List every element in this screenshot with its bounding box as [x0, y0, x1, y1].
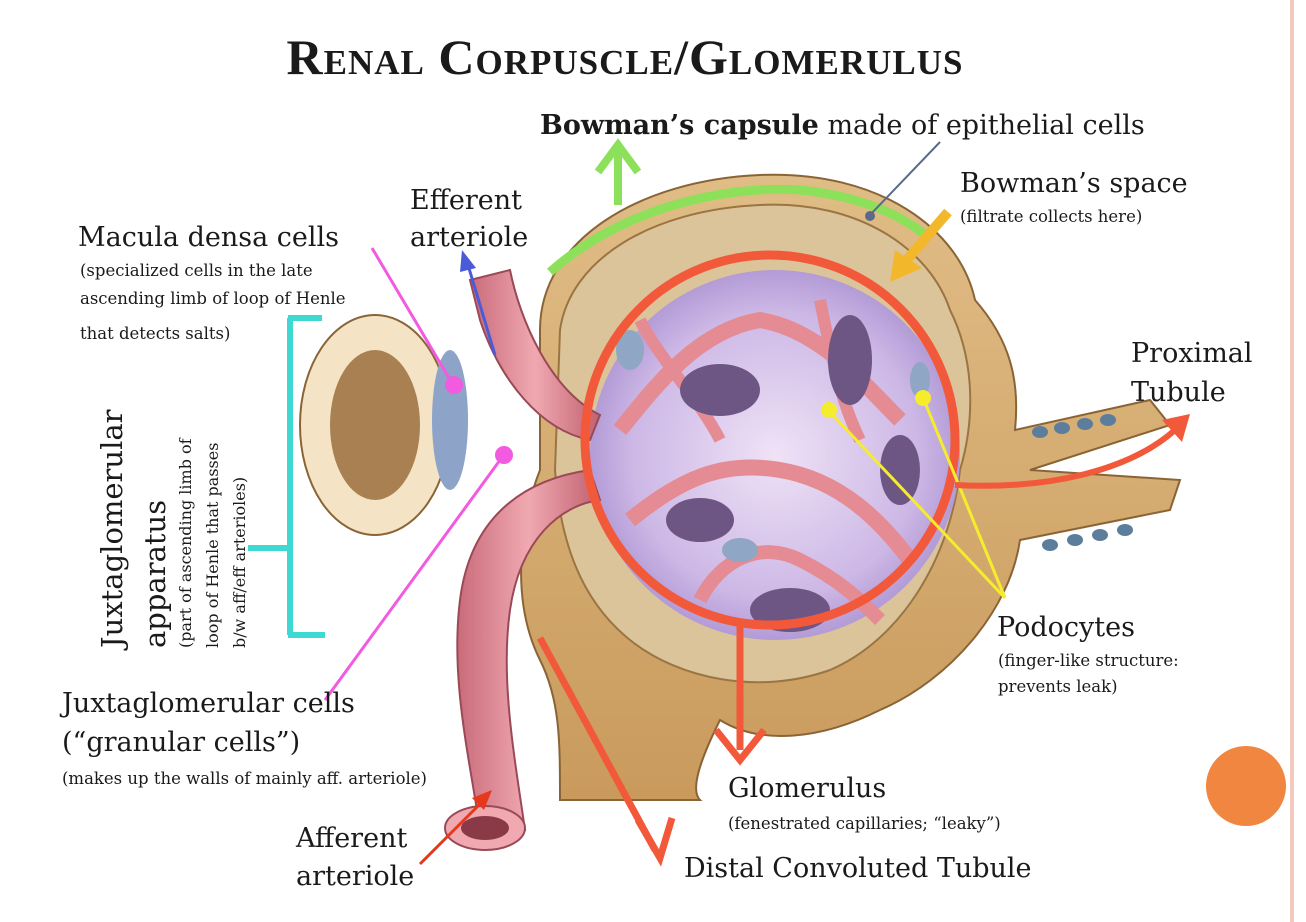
- bowmans-space-label: Bowman’s space: [960, 168, 1188, 199]
- podocytes-label: Podocytes: [997, 612, 1135, 643]
- epithelial-leader-line: [869, 141, 941, 216]
- efferent-arteriole-shape: [468, 268, 602, 442]
- glomerulus-label: Glomerulus: [728, 773, 887, 804]
- afferent-label-line2: arteriole: [296, 861, 415, 892]
- jg-cells-label-line2: (“granular cells”): [62, 727, 301, 758]
- podocyte-pointers: [821, 390, 1007, 600]
- proximal-label-line2: Tubule: [1131, 377, 1226, 408]
- jga-label-line1: Juxtaglomerular: [95, 409, 129, 648]
- ascending-limb-tubule: [299, 314, 468, 536]
- efferent-label-line2: arteriole: [410, 222, 529, 253]
- slide-edge-bar: [1290, 0, 1294, 922]
- juxtaglomerular-bracket: [248, 315, 325, 638]
- afferent-label-line1: Afferent: [296, 823, 408, 854]
- glomerulus-note: (fenestrated capillaries; “leaky”): [728, 814, 1001, 833]
- jga-note-2: loop of Henle that passes: [203, 442, 222, 648]
- proximal-tubule-cells: [1032, 414, 1133, 551]
- bowmans-capsule-label: Bowman’s capsule made of epithelial cell…: [540, 110, 1145, 141]
- podocytes-note-2: prevents leak): [998, 677, 1118, 696]
- glomerulus-highlight-circle: [580, 250, 960, 630]
- macula-densa-note-3: that detects salts): [80, 324, 231, 343]
- glomerulus-tuft: [590, 270, 960, 640]
- distal-tubule-label: Distal Convoluted Tubule: [684, 853, 1032, 884]
- podocytes-note-1: (finger-like structure:: [998, 651, 1179, 670]
- proximal-label-line1: Proximal: [1131, 338, 1253, 369]
- macula-densa-label: Macula densa cells: [78, 222, 339, 253]
- macula-densa-pointer: [370, 247, 463, 394]
- bowmans-capsule-bold: Bowman’s capsule: [540, 110, 819, 141]
- efferent-arrow: [460, 250, 497, 356]
- jga-label-line2: apparatus: [138, 499, 172, 648]
- jga-note-3: b/w aff/eff arterioles): [230, 476, 249, 648]
- slide-accent-dot: [1206, 746, 1286, 826]
- page-title: Renal Corpuscle/Glomerulus: [286, 29, 964, 85]
- jg-cells-pointer: [323, 446, 513, 701]
- distal-tubule-arrow: [536, 636, 676, 867]
- jga-note-1: (part of ascending limb of: [176, 438, 195, 648]
- glomerulus-arrow: [713, 625, 767, 766]
- proximal-tubule-arrow: [954, 414, 1190, 489]
- jg-cells-label-line1: Juxtaglomerular cells: [62, 688, 355, 719]
- capsule-arrow: [594, 138, 642, 205]
- bowmans-space-note: (filtrate collects here): [960, 207, 1143, 226]
- efferent-label-line1: Efferent: [410, 185, 522, 216]
- macula-densa-note-2: ascending limb of loop of Henle: [80, 289, 346, 308]
- bowmans-capsule-desc: made of epithelial cells: [827, 110, 1145, 141]
- jg-cells-note: (makes up the walls of mainly aff. arter…: [62, 769, 427, 788]
- bowmans-capsule-outline: [547, 184, 928, 276]
- afferent-arrow: [418, 790, 492, 866]
- bowmans-space-arrow: [890, 208, 952, 282]
- macula-densa-note-1: (specialized cells in the late: [80, 261, 313, 280]
